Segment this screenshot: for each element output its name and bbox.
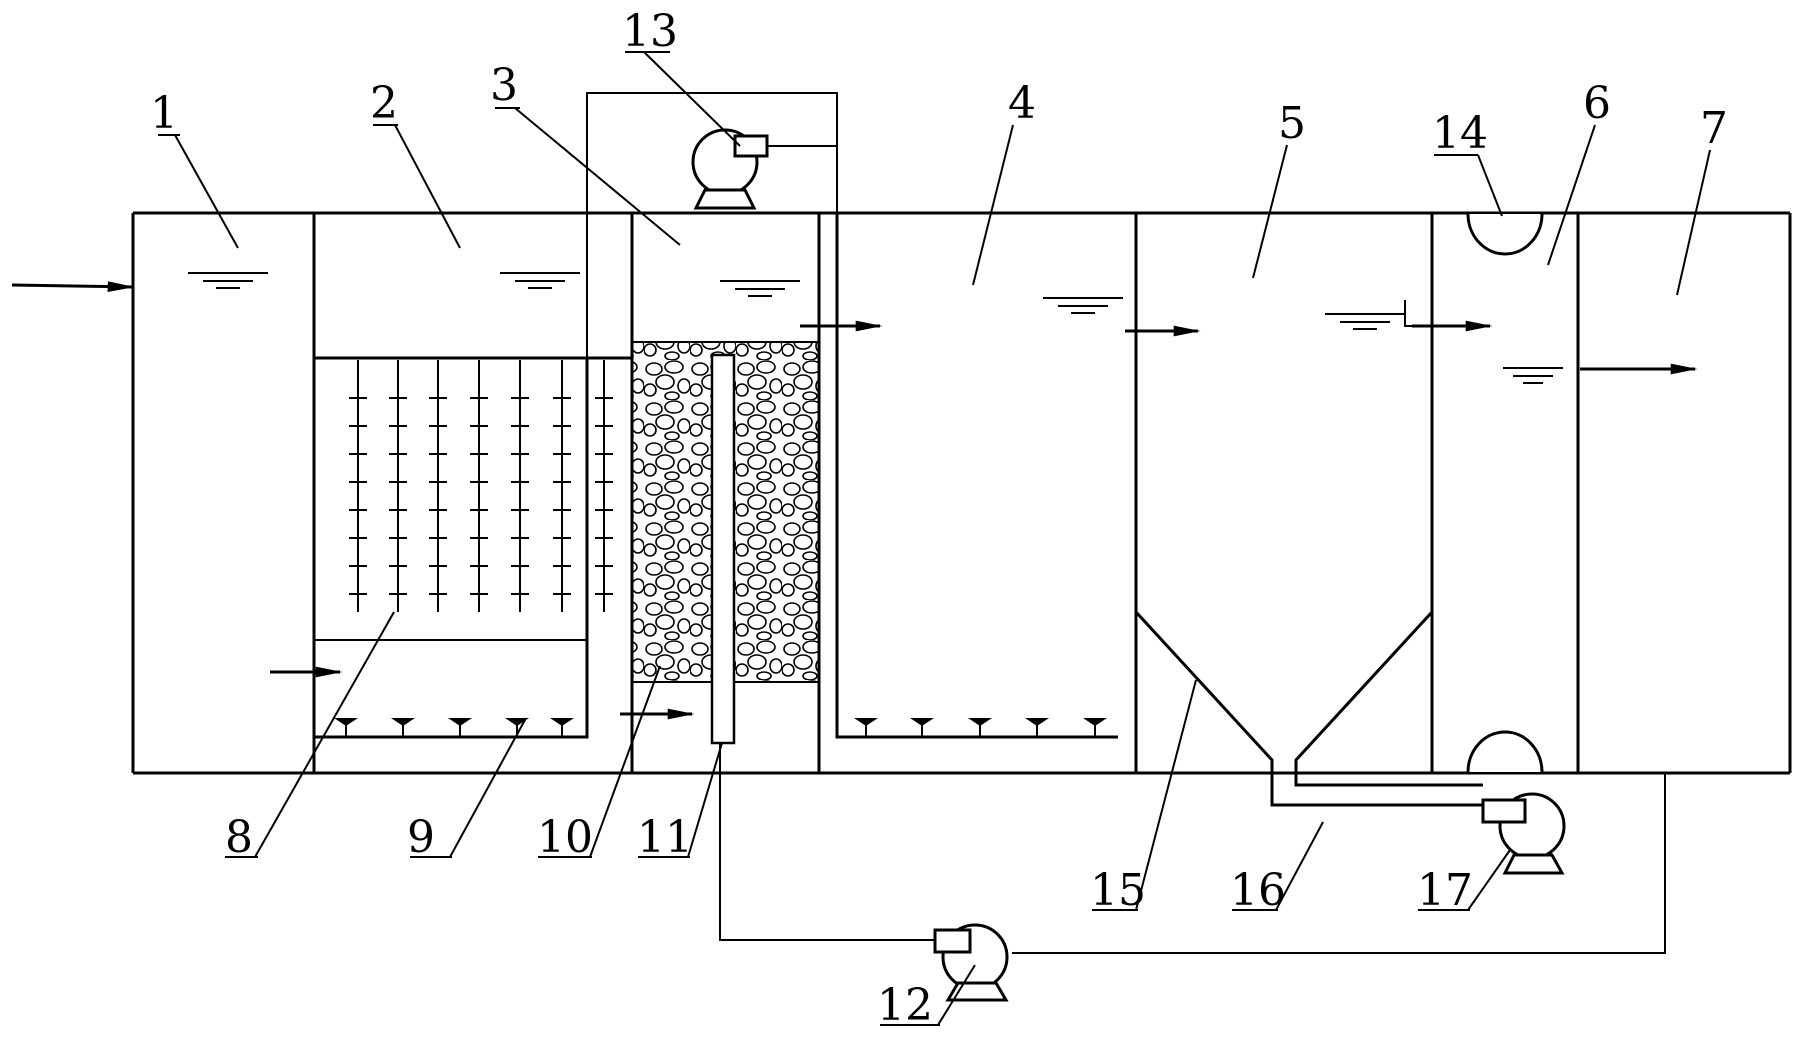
recirculation-line-13 — [586, 92, 838, 358]
label-4: 4 — [1008, 78, 1036, 129]
number-labels: 1 2 3 4 5 6 7 8 9 10 11 12 13 14 15 16 1… — [150, 6, 1728, 1031]
carrier-strings — [349, 360, 613, 612]
carrier-string — [553, 360, 571, 612]
label-9: 9 — [407, 812, 435, 863]
leader-lines — [158, 51, 1711, 1026]
packed-media — [632, 341, 819, 745]
partition-walls — [312, 213, 1580, 773]
label-14: 14 — [1432, 108, 1488, 159]
aerators-tank2 — [334, 718, 574, 736]
carrier-string — [349, 360, 367, 612]
label-16: 16 — [1230, 865, 1286, 916]
tank-outline — [131, 211, 1792, 775]
flow-arrows — [11, 281, 1698, 720]
label-10: 10 — [537, 812, 593, 863]
carrier-string — [389, 360, 407, 612]
label-11: 11 — [637, 812, 693, 863]
sludge-hopper — [1134, 610, 1483, 807]
riser-pipe — [710, 353, 736, 745]
carrier-string — [511, 360, 529, 612]
label-1: 1 — [150, 88, 178, 139]
aerators-tank4 — [854, 718, 1107, 736]
label-8: 8 — [225, 812, 253, 863]
label-5: 5 — [1278, 98, 1306, 149]
label-7: 7 — [1700, 103, 1728, 154]
inlet-arrow — [11, 281, 135, 292]
carrier-string — [595, 360, 613, 612]
pump-17 — [1481, 792, 1566, 875]
wall-openings — [1466, 213, 1544, 773]
label-6: 6 — [1583, 78, 1611, 129]
pump-12 — [933, 923, 1009, 1002]
label-15: 15 — [1090, 865, 1146, 916]
label-3: 3 — [490, 60, 518, 111]
pump-13 — [691, 128, 769, 210]
carrier-string — [470, 360, 488, 612]
water-level-symbols — [188, 272, 1563, 384]
label-2: 2 — [370, 78, 398, 129]
label-13: 13 — [622, 6, 678, 57]
label-12: 12 — [877, 980, 933, 1031]
label-17: 17 — [1417, 865, 1473, 916]
return-line-12 — [719, 743, 1666, 954]
carrier-string — [429, 360, 447, 612]
